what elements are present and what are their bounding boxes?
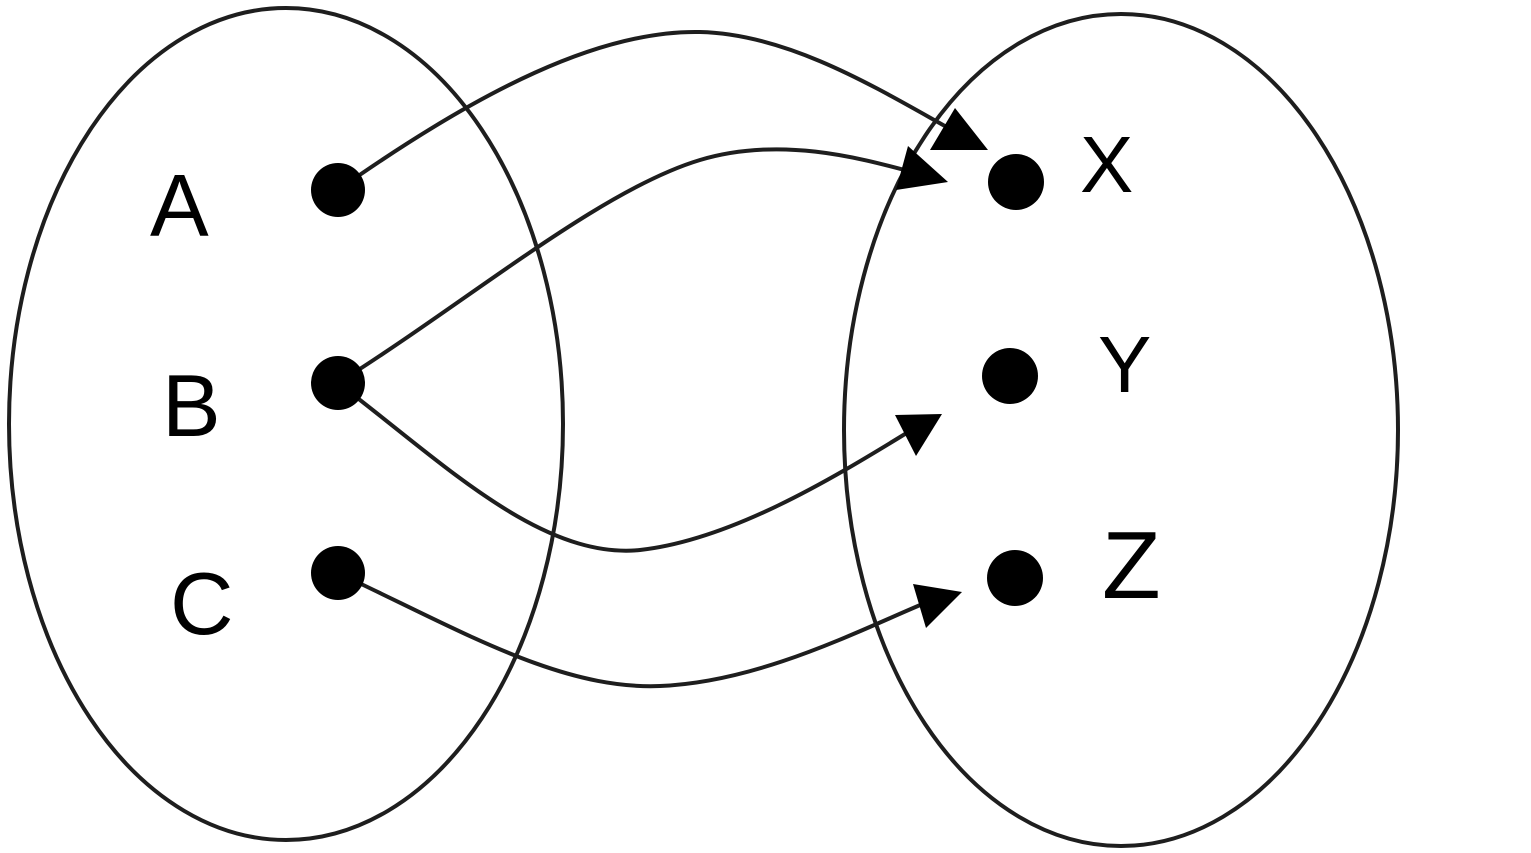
domain-element-a: A (150, 156, 365, 255)
element-dot-b (311, 356, 365, 410)
element-dot-a (311, 163, 365, 217)
element-dot-x (988, 154, 1044, 210)
element-dot-z (987, 550, 1043, 606)
codomain-set-ellipse (842, 12, 1400, 848)
domain-element-b: B (162, 356, 365, 455)
arrow-c-to-z (336, 571, 927, 689)
element-label-c: C (170, 554, 234, 653)
arrow-head-b-to-y (895, 414, 942, 456)
element-label-y: Y (1098, 320, 1151, 409)
codomain-element-z: Z (987, 512, 1161, 619)
arrow-head-a-to-x (930, 108, 988, 150)
arrow-a-to-x (336, 29, 954, 192)
element-dot-c (311, 546, 365, 600)
codomain-element-y: Y (982, 320, 1151, 409)
arrow-b-to-y (336, 381, 907, 553)
element-dot-y (982, 348, 1038, 404)
arrow-head-b-to-x (896, 146, 948, 190)
arrow-head-c-to-z (913, 584, 962, 628)
element-label-a: A (150, 156, 209, 255)
domain-element-c: C (170, 546, 365, 653)
element-label-b: B (162, 356, 221, 455)
element-label-x: X (1080, 120, 1133, 209)
element-label-z: Z (1102, 512, 1161, 619)
domain-set-ellipse (7, 6, 565, 842)
codomain-element-x: X (988, 120, 1133, 210)
arrow-b-to-x (336, 147, 914, 385)
mapping-arrows (336, 29, 988, 689)
